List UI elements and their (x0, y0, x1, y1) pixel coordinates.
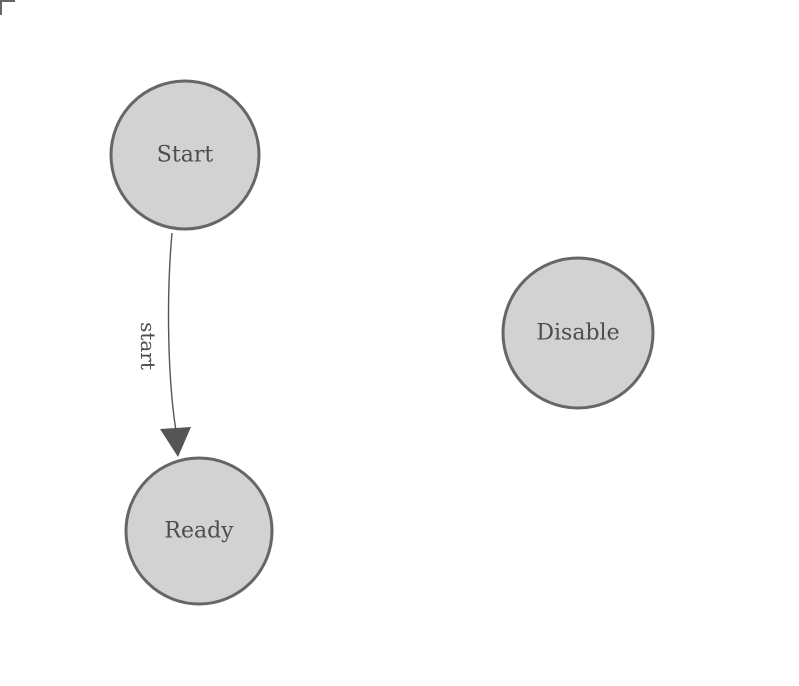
edge-start-to-ready[interactable] (167, 232, 177, 432)
node-disable[interactable]: Disable (501, 256, 655, 410)
node-ready[interactable]: Ready (124, 456, 274, 606)
edge-label-start-to-ready[interactable]: start (136, 322, 160, 370)
node-start[interactable]: Start (109, 79, 261, 231)
node-disable-circle[interactable] (501, 256, 655, 410)
node-ready-circle[interactable] (124, 456, 274, 606)
arrowhead-icon (160, 427, 191, 457)
canvas-corner-mark (0, 0, 15, 15)
node-start-circle[interactable] (109, 79, 261, 231)
